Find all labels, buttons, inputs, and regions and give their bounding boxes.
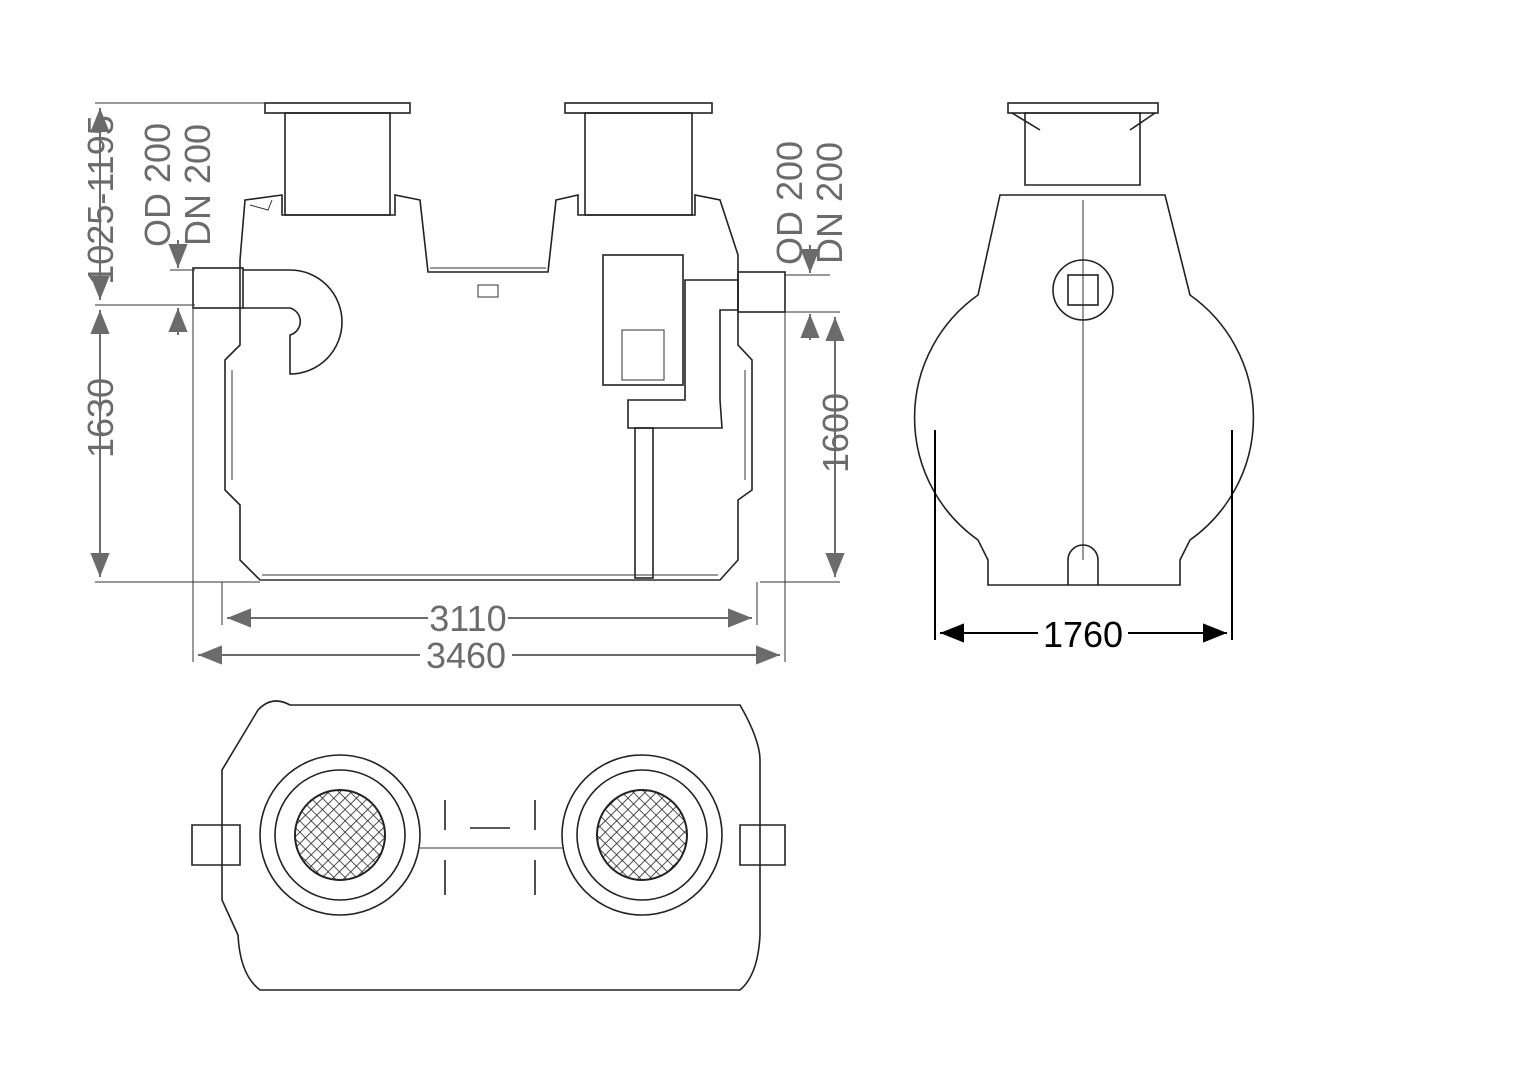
- dim-body-length: 3110: [429, 598, 506, 639]
- dim-inlet-od: OD 200: [137, 123, 178, 247]
- inlet-bend: [243, 269, 343, 375]
- dim-overall-length: 3460: [426, 635, 506, 676]
- dim-outlet-invert: 1600: [815, 393, 856, 473]
- dim-inlet-height-range: 1025-1195: [80, 115, 121, 285]
- manhole-cover-left: [264, 102, 411, 114]
- manhole-left: [259, 754, 421, 916]
- end-view: [913, 102, 1255, 586]
- manhole-right: [561, 754, 723, 916]
- dimensions: 1025-1195 OD 200 DN 200 1630 OD 200 DN 2…: [80, 102, 1233, 676]
- side-view: [192, 102, 786, 581]
- dim-width: 1760: [1043, 614, 1123, 655]
- plan-view: [191, 700, 786, 991]
- dim-outlet-od: OD 200: [769, 141, 810, 265]
- manhole-cover-right: [564, 102, 713, 114]
- outlet-pipe: [737, 271, 786, 313]
- tank-profile: [913, 194, 1255, 586]
- dim-outlet-dn: DN 200: [809, 142, 850, 264]
- filter-insert: [602, 254, 684, 386]
- outlet-riser: [634, 427, 654, 579]
- inlet-pipe: [192, 267, 244, 309]
- dim-inlet-dn: DN 200: [177, 124, 218, 246]
- dim-inlet-invert: 1630: [80, 378, 121, 458]
